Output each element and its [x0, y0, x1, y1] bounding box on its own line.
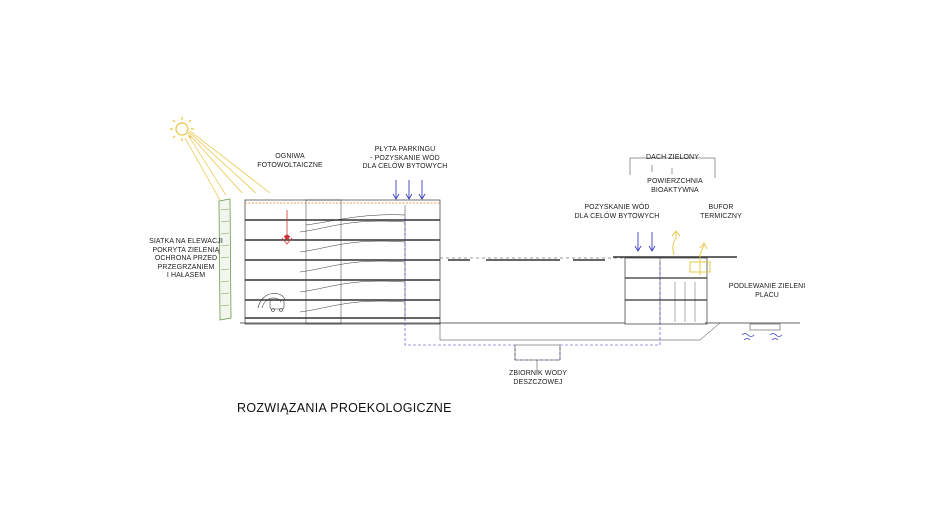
rain-tank — [439, 322, 721, 372]
label-line: ZBIORNIK WODY — [508, 370, 568, 377]
pavilion-building — [613, 256, 737, 325]
label-line: BUFOR — [708, 204, 734, 211]
label-line: OCHRONA PRZED — [154, 255, 218, 262]
green-roof-label: DACH ZIELONY — [630, 154, 715, 163]
page-title: ROZWIĄZANIA PROEKOLOGICZNE — [237, 401, 452, 415]
rainwater-pipe — [404, 218, 661, 361]
label-line: PODLEWANIE ZIELENI — [728, 283, 806, 290]
label-line: - POZYSKANIE WÓD — [370, 154, 440, 162]
parking-building — [244, 199, 441, 325]
label-line: DESZCZOWEJ — [513, 378, 563, 386]
solar-panel-row — [440, 257, 625, 261]
water-arrows — [392, 180, 656, 252]
green-facade-net — [218, 198, 232, 321]
label-line: DLA CELÓW BYTOWYCH — [362, 163, 448, 170]
label-line: PLACU — [755, 291, 779, 299]
leader-lines — [629, 157, 716, 178]
label-line: POZYSKANIE WÓD — [584, 204, 650, 211]
label-line: DACH ZIELONY — [646, 154, 699, 161]
label-line: TERMICZNY — [700, 212, 742, 220]
label-line: I HAŁASEM — [166, 272, 206, 279]
label-line: OGNIWA — [275, 153, 305, 160]
label-line: FOTOWOLTAICZNE — [257, 161, 323, 169]
label-line: PRZEGRZANIEM — [157, 263, 215, 271]
irrigation-icon — [741, 323, 783, 341]
car-icon — [257, 293, 286, 312]
label-line: POKRYTA ZIELENIĄ — [152, 246, 220, 254]
sun-rays — [184, 130, 271, 201]
thermal-arrows — [671, 230, 711, 275]
heat-marker-icon — [281, 210, 293, 245]
label-line: DLA CELÓW BYTOWYCH — [574, 212, 660, 220]
sun-icon — [170, 117, 194, 141]
label-line: PŁYTA PARKINGU — [374, 146, 436, 153]
label-line: SIATKA NA ELEWACJI — [149, 238, 223, 245]
label-line: BIOAKTYWNA — [651, 186, 699, 194]
label-line: POWIERZCHNIA — [647, 178, 703, 185]
